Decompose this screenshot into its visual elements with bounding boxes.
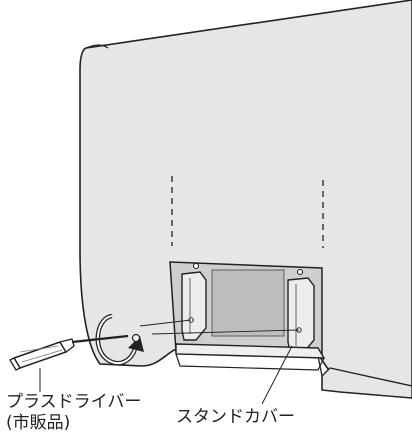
stand-cover-label: スタンドカバー (176, 407, 295, 427)
panel-top-edge (85, 44, 109, 49)
screw-top-left (192, 262, 200, 270)
cover-bracket-right (287, 277, 315, 353)
rotate-arrow-icon (95, 313, 144, 366)
screwdriver (9, 334, 129, 371)
screw-top-right (296, 268, 304, 276)
screw-loose (131, 333, 141, 343)
leader-stand-cover (261, 345, 293, 405)
screwdriver-label: プラスドライバー (6, 392, 142, 412)
screwdriver-note-label: (市販品) (6, 413, 71, 433)
cover-bracket-left (181, 271, 207, 341)
